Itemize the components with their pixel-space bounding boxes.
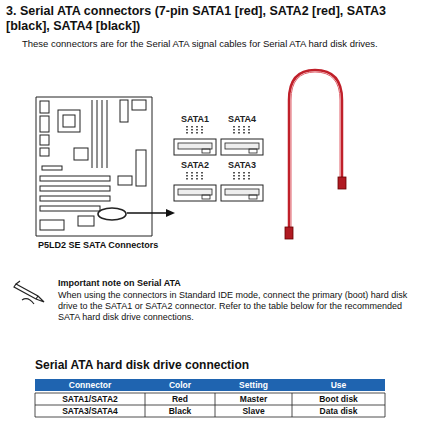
sata-connector: SATA4 bbox=[219, 114, 265, 159]
table-cell: Red bbox=[145, 394, 215, 404]
connector-label: SATA1 bbox=[172, 114, 218, 124]
sata-connector: SATA2 bbox=[172, 160, 218, 205]
table-cell: Boot disk bbox=[292, 394, 385, 404]
note-icon bbox=[14, 281, 44, 304]
connector-label: SATA3 bbox=[219, 160, 265, 170]
table-header-cell: Setting bbox=[215, 380, 292, 390]
table-cell: Data disk bbox=[292, 406, 385, 416]
table-cell: SATA3/SATA4 bbox=[35, 406, 145, 416]
pointer-arrow bbox=[127, 209, 175, 217]
connector-drawing bbox=[172, 171, 218, 205]
table-cell: Slave bbox=[215, 406, 292, 416]
figure-caption: P5LD2 SE SATA Connectors bbox=[38, 240, 238, 251]
table-header-cell: Color bbox=[145, 380, 215, 390]
note-text: When using the connectors in Standard ID… bbox=[58, 290, 413, 322]
table-heading: Serial ATA hard disk drive connection bbox=[35, 358, 415, 372]
section-title: 3. Serial ATA connectors (7-pin SATA1 [r… bbox=[6, 4, 406, 34]
sata-connector: SATA3 bbox=[219, 160, 265, 205]
table-cell: Master bbox=[215, 394, 292, 404]
connector-drawing bbox=[219, 171, 265, 205]
table-cell: Black bbox=[145, 406, 215, 416]
connector-label: SATA2 bbox=[172, 160, 218, 170]
description-text: These connectors are for the Serial ATA … bbox=[22, 38, 412, 49]
motherboard-drawing bbox=[36, 97, 152, 236]
note-heading: Important note on Serial ATA bbox=[58, 278, 408, 289]
connector-drawing bbox=[172, 125, 218, 159]
table-header-cell: Connector bbox=[35, 380, 145, 390]
connector-drawing bbox=[219, 125, 265, 159]
sata-connector: SATA1 bbox=[172, 114, 218, 159]
connector-label: SATA4 bbox=[219, 114, 265, 124]
sata-cable bbox=[285, 70, 346, 239]
table-header-cell: Use bbox=[292, 380, 385, 390]
table-grid bbox=[35, 379, 385, 417]
table-cell: SATA1/SATA2 bbox=[35, 394, 145, 404]
